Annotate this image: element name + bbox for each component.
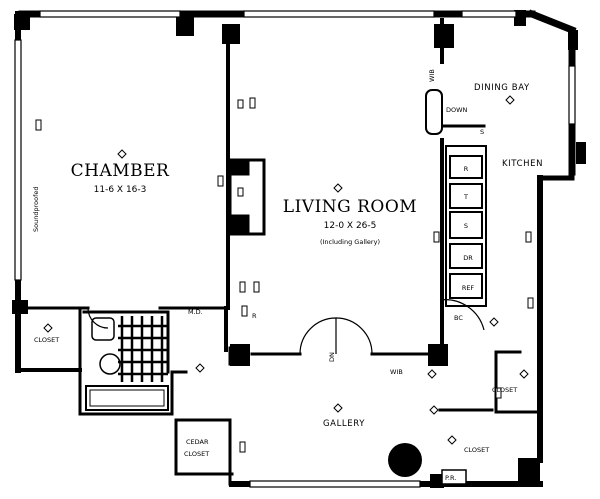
kitchen-fixture-dr: DR — [463, 254, 473, 262]
cedar-closet-line1: CEDAR — [186, 438, 209, 446]
kitchen-fixture-stack — [445, 145, 487, 307]
chamber-dims: 11-6 X 16-3 — [94, 185, 147, 195]
round-column — [388, 443, 422, 477]
living-room-dims: 12-0 X 26-5 — [324, 221, 377, 231]
bc-label: BC — [454, 314, 463, 322]
dn-label: DN — [328, 352, 336, 362]
down-label: DOWN — [446, 106, 468, 114]
toilet — [99, 353, 121, 375]
wib-bottom-label: WIB — [390, 368, 403, 376]
wib-top-label: WIB — [428, 69, 436, 82]
cedar-closet-walls — [174, 418, 234, 486]
closet-gallery-label: CLOSET — [464, 446, 489, 454]
kitchen-fixture-s: S — [464, 222, 468, 230]
cedar-closet-line2: CLOSET — [184, 450, 209, 458]
door-swings — [87, 103, 485, 355]
pr-label: P.R. — [445, 474, 456, 482]
gallery-name: GALLERY — [323, 419, 365, 429]
md-label: M.D. — [188, 308, 203, 316]
outlet-symbols — [35, 97, 534, 453]
pr-box — [441, 469, 467, 485]
closet-chamber-label: CLOSET — [34, 336, 59, 344]
living-room-note: (Including Gallery) — [320, 238, 380, 246]
stair-step — [425, 89, 443, 135]
soundproofed-label: Soundproofed — [32, 187, 40, 233]
kitchen-name: KITCHEN — [502, 159, 543, 169]
bathroom-walls — [78, 306, 174, 416]
right-closet-walls — [494, 350, 542, 414]
fixture-diamonds — [43, 95, 529, 445]
radiator-block — [228, 158, 266, 236]
bath-sink — [91, 317, 115, 341]
bathroom — [85, 316, 169, 411]
columns — [12, 10, 586, 488]
kitchen-fixture-r: R — [464, 165, 469, 173]
dining-bay-name: DINING BAY — [474, 83, 530, 93]
windows — [14, 10, 576, 488]
s-marker: S — [480, 128, 484, 136]
r-marker: R — [252, 312, 257, 320]
chamber-name: CHAMBER — [71, 161, 170, 181]
living-room-name: LIVING ROOM — [283, 197, 417, 217]
kitchen-fixture-t: T — [463, 193, 468, 201]
tile-floor — [118, 316, 168, 382]
closet-right-label: CLOSET — [492, 386, 517, 394]
kitchen-fixture-ref: REF — [462, 284, 475, 292]
